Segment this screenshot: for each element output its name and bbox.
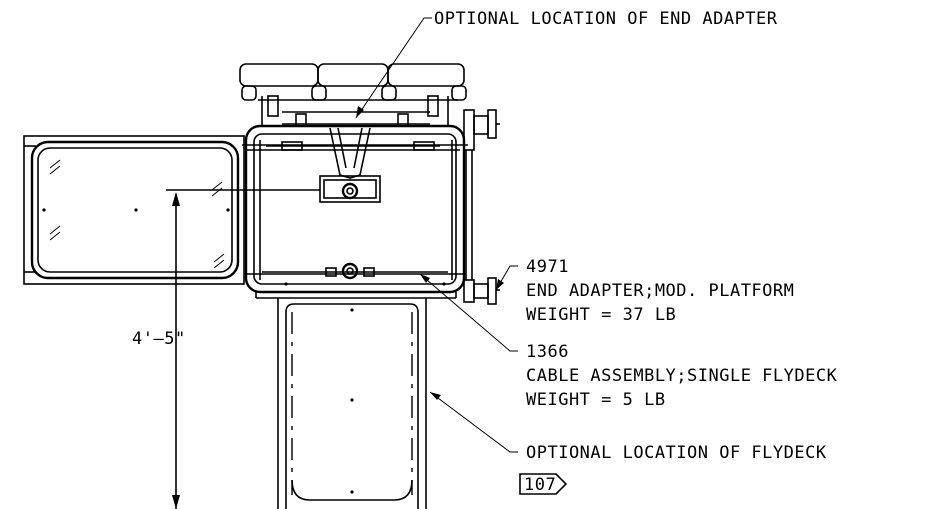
- bottom-flydeck: [277, 298, 427, 509]
- cable-assembly: [262, 141, 448, 280]
- part-1366-weight: WEIGHT = 5 LB: [526, 390, 666, 410]
- left-flydeck: [23, 135, 245, 285]
- height-dimension: [172, 192, 180, 509]
- leader-lines: [355, 17, 518, 453]
- flydeck-location-label: OPTIONAL LOCATION OF FLYDECK: [526, 443, 827, 463]
- right-end-adapter: [463, 109, 500, 305]
- part-4971-weight: WEIGHT = 37 LB: [526, 305, 676, 325]
- part-4971-number: 4971: [526, 257, 569, 277]
- dimension-label: 4'–5": [132, 329, 186, 349]
- part-1366-description: CABLE ASSEMBLY;SINGLE FLYDECK: [526, 366, 838, 386]
- part-4971-description: END ADAPTER;MOD. PLATFORM: [526, 281, 794, 301]
- note-tag-number: 107: [524, 475, 556, 495]
- end-adapter-rollers: [239, 63, 467, 127]
- part-1366-number: 1366: [526, 342, 569, 362]
- end-adapter-location-label: OPTIONAL LOCATION OF END ADAPTER: [434, 9, 778, 29]
- note-tag: 107: [519, 473, 568, 495]
- center-bracket: [319, 127, 381, 203]
